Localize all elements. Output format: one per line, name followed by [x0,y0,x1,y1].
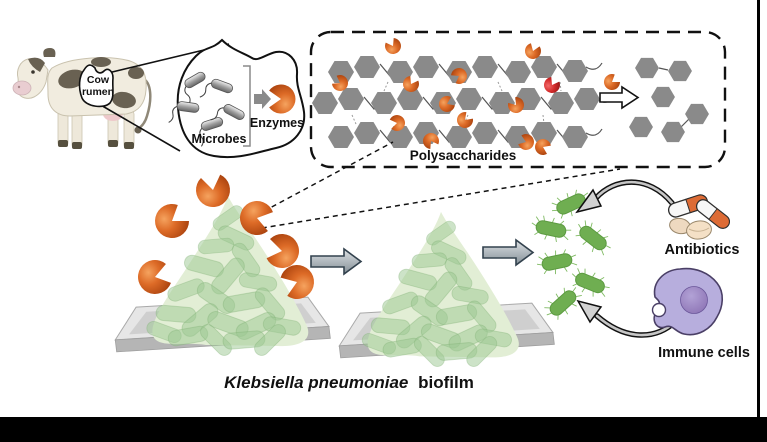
caption-species: Klebsiella pneumoniae [224,373,408,392]
process-arrow-icon [310,248,362,275]
rumen-callout-icon: Cow rumen [78,64,114,108]
figure-caption: Klebsiella pneumoniae biofilm [224,373,474,392]
antibiotics-label: Antibiotics [665,242,740,258]
tablet-pill-icon [686,220,712,240]
immune-cell-icon [651,267,724,336]
immune-cells-label: Immune cells [658,345,750,361]
cow-rumen-label-line1: Cow [87,74,110,86]
enzymes-label: Enzymes [250,116,304,130]
polysaccharide-box: Polysaccharides [309,30,727,169]
polysaccharides-label: Polysaccharides [410,148,517,163]
caption-suffix: biofilm [418,373,474,392]
inter-chain-links [351,81,562,125]
small-arrow-icon [254,89,271,109]
bottom-black-bar [0,417,767,442]
capsule-pill-icon [696,199,730,229]
rumen-bubble: Microbes Enzymes [168,38,306,159]
right-edge-line [757,0,760,417]
microbes-label: Microbes [192,132,247,146]
curved-arrow-icon [575,179,675,214]
antibiotics-group: Antibiotics [665,194,740,258]
biofilm-pile-2 [359,211,520,370]
bracket [243,65,251,147]
sugar-fragments [629,57,709,143]
degradation-arrow-icon [599,85,640,110]
process-arrow-icon [482,239,534,266]
cow-rumen-label-line2: rumen [82,86,114,98]
dispersed-bacteria [528,184,617,326]
